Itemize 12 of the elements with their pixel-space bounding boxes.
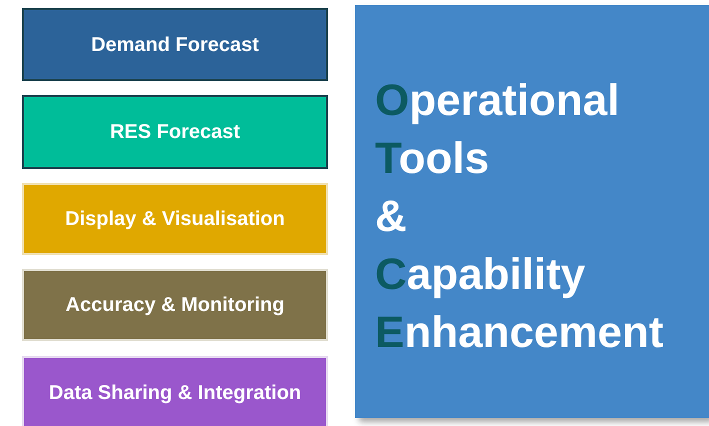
category-box	[22, 356, 328, 426]
box-label: RES Forecast	[110, 120, 240, 145]
box-label: Display & Visualisation	[65, 207, 285, 232]
title-text: Operational Tools & Capability Enhancement	[375, 74, 665, 358]
box-label: Demand Forecast	[91, 32, 259, 58]
category-box	[22, 183, 328, 255]
box-label: Data Sharing & Integration	[48, 381, 302, 406]
category-box	[22, 269, 328, 341]
title-panel	[355, 5, 709, 418]
box-label: Accuracy & Monitoring	[66, 293, 284, 318]
category-box	[22, 8, 328, 81]
category-box	[22, 95, 328, 169]
